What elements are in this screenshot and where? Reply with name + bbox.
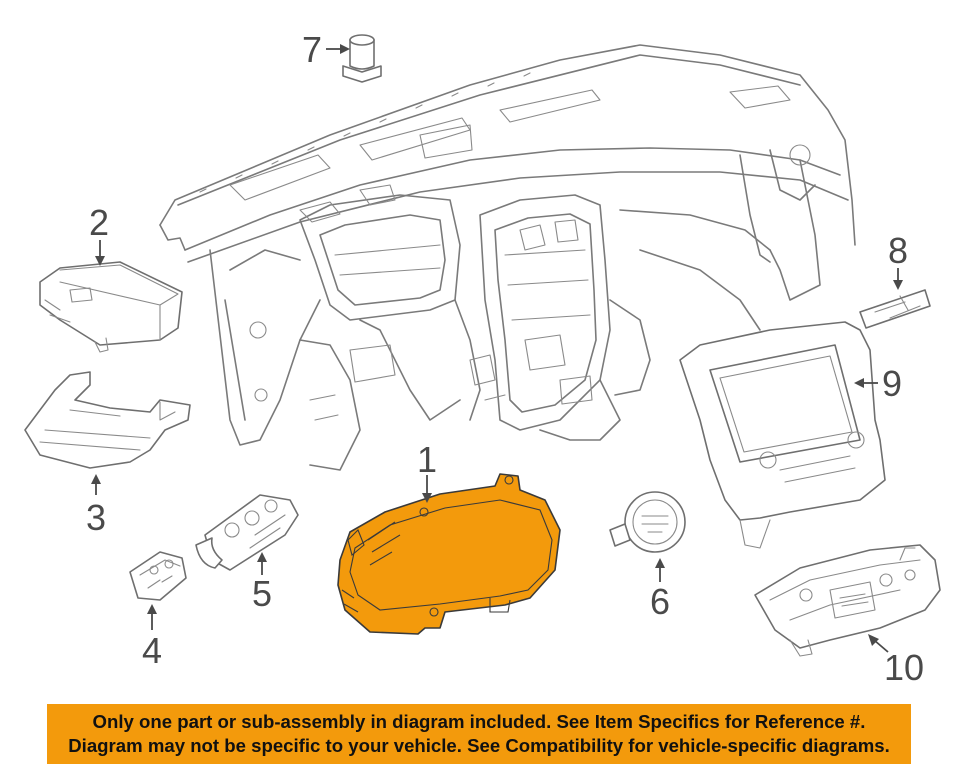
part-9-display: [679, 321, 886, 549]
part-7-sensor: [342, 34, 382, 83]
notice-line-1: Only one part or sub-assembly in diagram…: [92, 711, 866, 732]
notice-banner: Only one part or sub-assembly in diagram…: [47, 704, 911, 764]
callout-5: 5: [252, 573, 272, 614]
leader-lines: [91, 44, 903, 653]
notice-line-2: Diagram may not be specific to your vehi…: [68, 735, 890, 756]
callout-6: 6: [650, 581, 670, 622]
part-1-instrument-cluster: [337, 473, 561, 635]
part-2-module: [39, 261, 183, 353]
callout-4: 4: [142, 630, 162, 671]
callout-7: 7: [302, 29, 322, 70]
dashboard-assembly: [159, 44, 856, 471]
part-5-headlamp-switch: [195, 494, 299, 571]
part-8-switch: [859, 289, 931, 329]
part-4-switch: [129, 551, 187, 601]
callout-numbers: 7 2 3 4 5 1 6 8 9 10: [86, 29, 924, 688]
part-3-bracket: [24, 371, 191, 469]
callout-10: 10: [884, 647, 924, 688]
part-10-climate-control: [754, 544, 941, 657]
callout-3: 3: [86, 497, 106, 538]
callout-1: 1: [417, 439, 437, 480]
callout-8: 8: [888, 230, 908, 271]
callout-2: 2: [89, 202, 109, 243]
part-6-switch: [609, 491, 686, 553]
callout-9: 9: [882, 363, 902, 404]
